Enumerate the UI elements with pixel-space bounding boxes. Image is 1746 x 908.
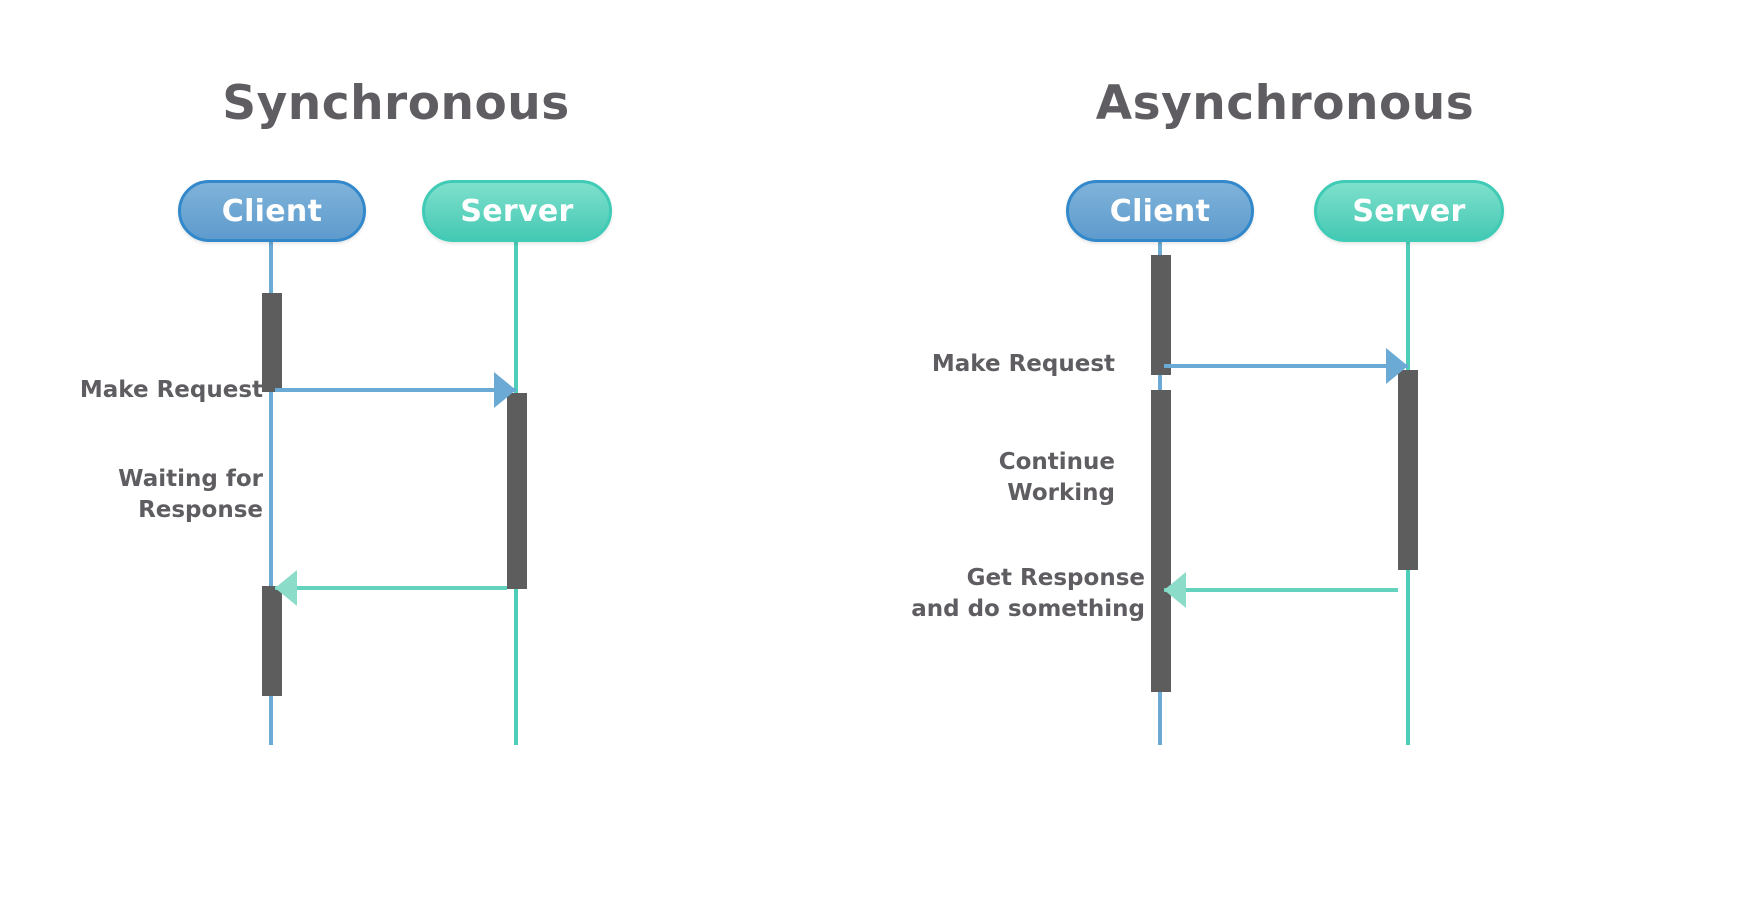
participant-label-server-synchronous: Server <box>460 193 574 229</box>
participant-box-server-asynchronous[interactable]: Server <box>1314 180 1504 242</box>
message-line-return-response-synchronous <box>275 586 507 590</box>
activation-bar-client-synchronous-0 <box>262 293 282 392</box>
message-line-get-response-asynchronous <box>1164 588 1398 592</box>
note-label-waiting-for-response-synchronous: Waiting for Response <box>118 466 263 523</box>
participant-box-client-synchronous[interactable]: Client <box>178 180 366 242</box>
message-arrowhead-return-response-synchronous <box>275 570 297 606</box>
activation-bar-client-asynchronous-1 <box>1151 390 1171 692</box>
activation-bar-server-asynchronous-2 <box>1398 370 1418 570</box>
participant-box-client-asynchronous[interactable]: Client <box>1066 180 1254 242</box>
participant-label-client-synchronous: Client <box>221 193 323 229</box>
participant-label-client-asynchronous: Client <box>1109 193 1211 229</box>
participant-label-server-asynchronous: Server <box>1352 193 1466 229</box>
panel-title-asynchronous: Asynchronous <box>1095 76 1475 131</box>
lifeline-client-synchronous <box>269 242 273 745</box>
message-arrowhead-make-request-synchronous <box>494 372 516 408</box>
message-line-make-request-asynchronous <box>1164 364 1408 368</box>
message-arrowhead-get-response-asynchronous <box>1164 572 1186 608</box>
panel-title-synchronous: Synchronous <box>222 76 570 131</box>
message-arrowhead-make-request-asynchronous <box>1386 348 1408 384</box>
message-label-make-request-asynchronous: Make Request <box>931 351 1115 377</box>
activation-bar-client-synchronous-2 <box>262 586 282 696</box>
activation-bar-client-asynchronous-0 <box>1151 255 1171 375</box>
message-line-make-request-synchronous <box>275 388 516 392</box>
note-label-get-response-note-asynchronous: Get Response and do something <box>911 565 1145 622</box>
message-label-make-request-synchronous: Make Request <box>79 377 263 403</box>
participant-box-server-synchronous[interactable]: Server <box>422 180 612 242</box>
note-label-continue-working-asynchronous: Continue Working <box>998 449 1115 506</box>
activation-bar-server-synchronous-1 <box>507 393 527 589</box>
